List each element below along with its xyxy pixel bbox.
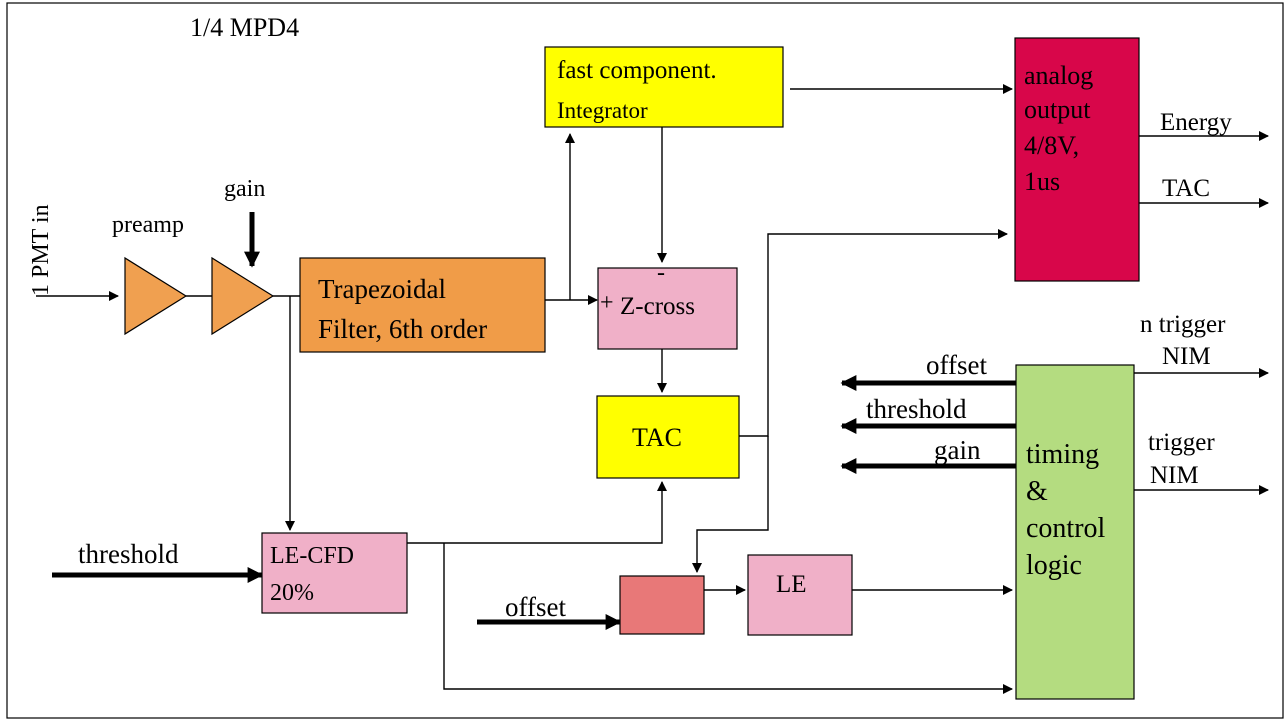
trigger-label: trigger	[1148, 429, 1215, 456]
fast-integrator-block	[544, 46, 784, 128]
zcross-minus: -	[657, 260, 665, 286]
gain-control-label: gain	[934, 435, 981, 465]
lecfd-to-tac-arrow	[407, 481, 667, 544]
analog-line3: 4/8V,	[1024, 131, 1079, 160]
threshold-control-label: threshold	[866, 394, 967, 424]
analog-line4: 1us	[1024, 167, 1060, 196]
fast-integrator-line1: fast component.	[557, 57, 717, 84]
threshold-left-label: threshold	[78, 539, 179, 569]
le-block	[747, 554, 853, 636]
timing-line2: &	[1026, 476, 1048, 507]
preamp-triangle	[124, 256, 188, 336]
trigger-nim-label: NIM	[1150, 462, 1199, 489]
tac-to-offset-block-arrow	[692, 436, 769, 573]
n-trigger-nim-label: NIM	[1162, 343, 1211, 370]
gain-amp-triangle	[211, 256, 275, 336]
trapezoidal-line2: Filter, 6th order	[318, 314, 487, 344]
trapezoidal-line1: Trapezoidal	[318, 274, 446, 304]
pmt-in-label: 1 PMT in	[28, 204, 54, 296]
trapezoidal-filter-block	[299, 257, 546, 353]
n-trigger-label: n trigger	[1140, 311, 1226, 338]
tac-output-label: TAC	[1162, 175, 1210, 202]
tac-to-analog-arrow	[739, 229, 1008, 437]
fast-integrator-line2: Integrator	[557, 98, 648, 123]
timing-control-block	[1015, 364, 1135, 700]
gain-top-label: gain	[224, 176, 265, 202]
analog-output-block	[1014, 37, 1140, 282]
diagram-frame	[6, 2, 1284, 719]
le-label: LE	[776, 571, 807, 598]
zcross-plus: +	[600, 290, 614, 316]
zcross-label: Z-cross	[620, 293, 695, 320]
analog-line2: output	[1024, 95, 1091, 124]
energy-output-label: Energy	[1160, 109, 1232, 136]
preamp-label: preamp	[112, 212, 184, 238]
offset-bottom-label: offset	[505, 592, 566, 622]
lecfd-line1: LE-CFD	[270, 543, 354, 569]
offset-block	[619, 575, 705, 635]
tac-block	[596, 395, 740, 479]
offset-control-label: offset	[926, 350, 987, 380]
lecfd-line2: 20%	[270, 580, 314, 606]
lecfd-to-timing-arrow	[443, 543, 1013, 694]
tac-label: TAC	[632, 423, 682, 452]
timing-line4: logic	[1026, 550, 1082, 581]
zcross-block	[597, 267, 738, 350]
timing-line1: timing	[1026, 439, 1099, 470]
timing-line3: control	[1026, 513, 1106, 544]
lecfd-block	[261, 532, 408, 614]
analog-line1: analog	[1024, 61, 1093, 90]
diagram-title: 1/4 MPD4	[190, 13, 299, 42]
